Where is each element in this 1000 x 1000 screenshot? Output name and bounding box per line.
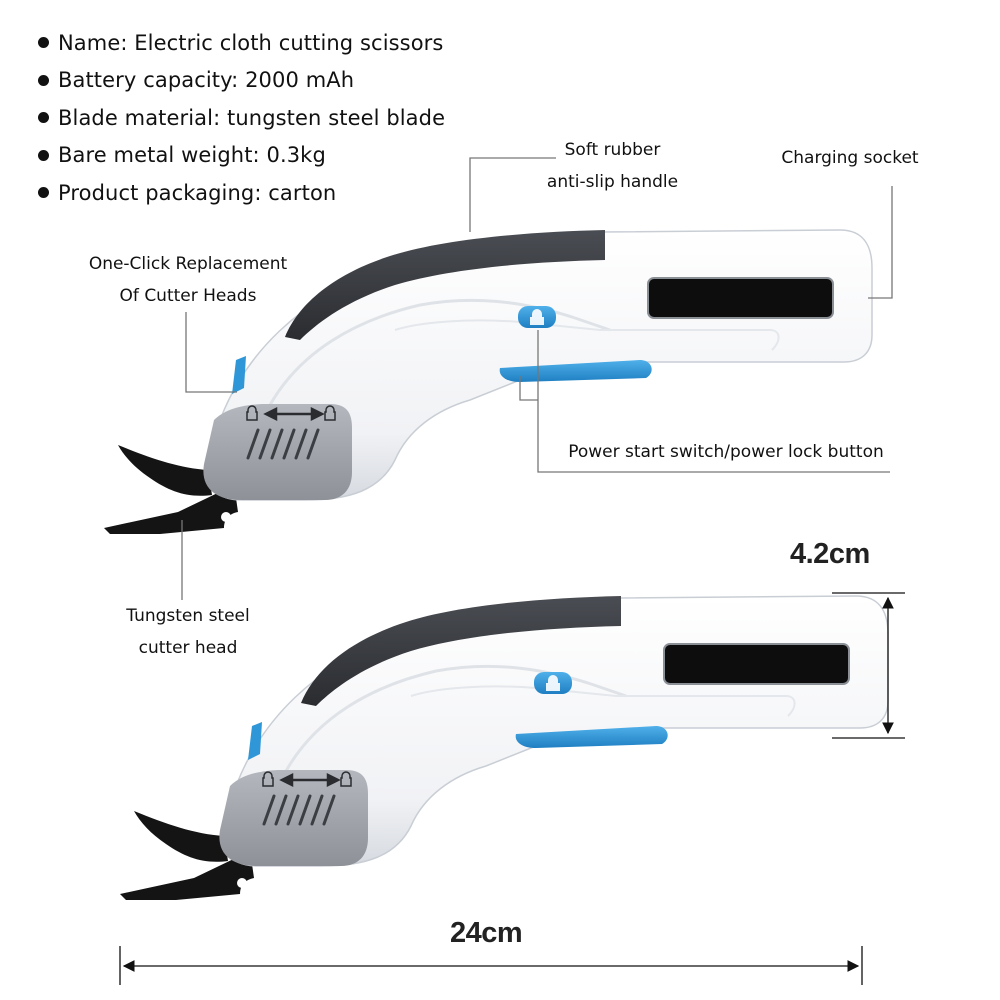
spec-text: Battery capacity: 2000 mAh (58, 68, 355, 93)
spec-item: Bare metal weight: 0.3kg (38, 137, 445, 175)
bullet-icon (38, 149, 49, 161)
callout-text: Charging socket (781, 148, 919, 168)
dimension-height: 4.2cm (790, 538, 870, 570)
bullet-icon (38, 112, 49, 124)
leader-charging (868, 186, 893, 299)
callout-one-click: One-Click Replacement Of Cutter Heads (72, 248, 304, 312)
dimension-length: 24cm (450, 917, 523, 949)
spec-item: Blade material: tungsten steel blade (38, 99, 445, 137)
leader-power (537, 330, 890, 473)
callout-text: Power start switch/power lock button (568, 442, 884, 462)
spec-list: Name: Electric cloth cutting scissors Ba… (38, 24, 445, 212)
callout-text: One-Click Replacement (88, 254, 288, 274)
spec-item: Name: Electric cloth cutting scissors (38, 24, 445, 62)
spec-item: Battery capacity: 2000 mAh (38, 62, 445, 100)
callout-text: Tungsten steel (126, 606, 250, 626)
bullet-icon (38, 37, 49, 49)
spec-text: Blade material: tungsten steel blade (58, 105, 446, 130)
callout-soft-rubber: Soft rubber anti-slip handle (530, 134, 695, 198)
leader-soft-rubber (469, 157, 556, 232)
leader-one-click (185, 312, 237, 393)
callout-charging-socket: Charging socket (770, 142, 930, 174)
callout-power-switch: Power start switch/power lock button (554, 436, 898, 468)
callout-text: anti-slip handle (546, 172, 679, 192)
bullet-icon (38, 187, 49, 199)
callout-tungsten: Tungsten steel cutter head (108, 600, 268, 664)
spec-text: Name: Electric cloth cutting scissors (58, 30, 444, 55)
spec-text: Bare metal weight: 0.3kg (58, 143, 326, 168)
bullet-icon (38, 74, 49, 86)
leader-power-trigger (519, 376, 538, 401)
spec-item: Product packaging: carton (38, 174, 445, 212)
callout-text: Of Cutter Heads (119, 286, 257, 306)
callout-text: cutter head (138, 638, 238, 658)
spec-text: Product packaging: carton (58, 180, 337, 205)
callout-text: Soft rubber (564, 140, 661, 160)
